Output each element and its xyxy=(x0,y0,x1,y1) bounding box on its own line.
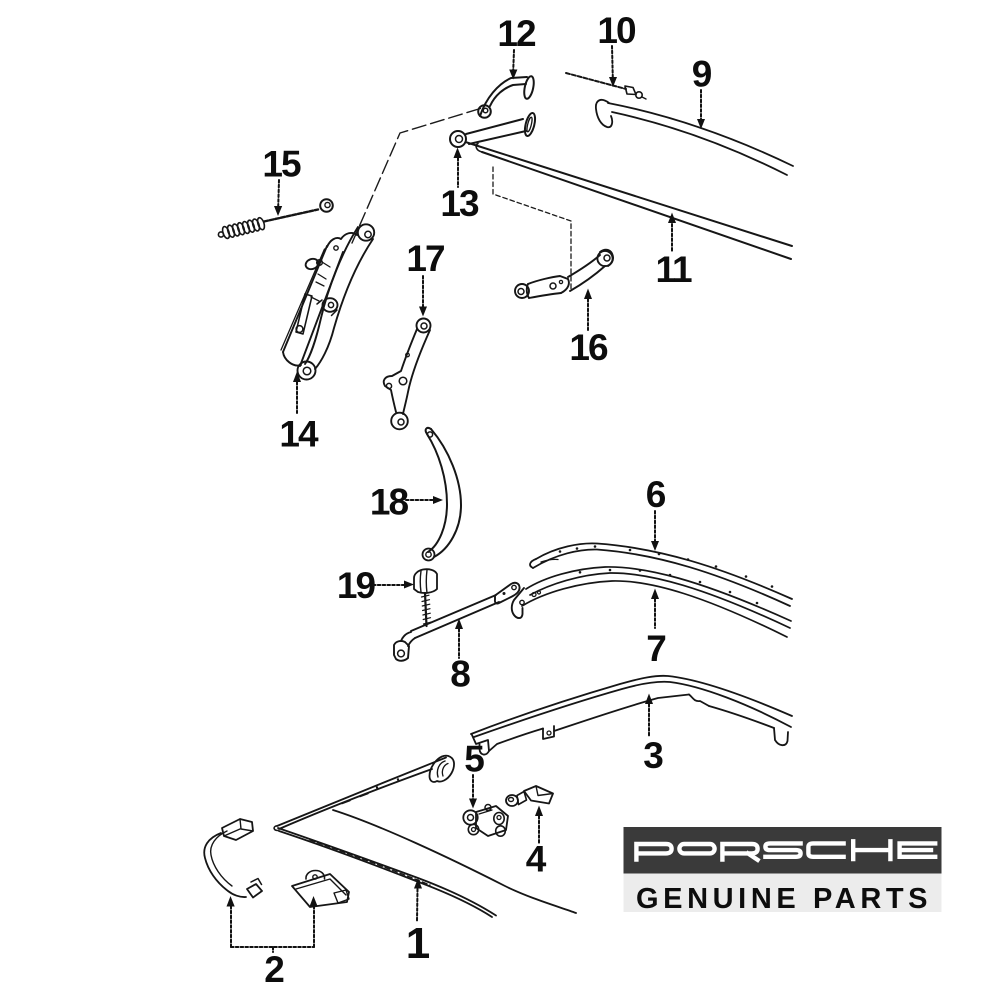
svg-text:9: 9 xyxy=(692,54,712,95)
svg-text:2: 2 xyxy=(264,949,284,990)
svg-text:3: 3 xyxy=(643,735,663,776)
svg-text:18: 18 xyxy=(370,482,409,523)
svg-text:6: 6 xyxy=(646,474,666,515)
svg-text:15: 15 xyxy=(262,144,301,185)
svg-text:4: 4 xyxy=(526,839,547,880)
svg-text:13: 13 xyxy=(440,183,479,224)
svg-text:14: 14 xyxy=(279,414,319,455)
svg-text:17: 17 xyxy=(406,238,444,279)
svg-text:16: 16 xyxy=(569,327,608,368)
svg-text:8: 8 xyxy=(450,654,470,695)
svg-text:11: 11 xyxy=(655,249,692,290)
svg-text:GENUINE PARTS: GENUINE PARTS xyxy=(636,883,932,915)
svg-text:10: 10 xyxy=(597,10,636,51)
svg-text:7: 7 xyxy=(646,628,665,669)
svg-text:1: 1 xyxy=(406,919,430,968)
svg-text:12: 12 xyxy=(497,13,536,54)
svg-text:5: 5 xyxy=(464,739,484,780)
svg-text:19: 19 xyxy=(337,565,376,606)
